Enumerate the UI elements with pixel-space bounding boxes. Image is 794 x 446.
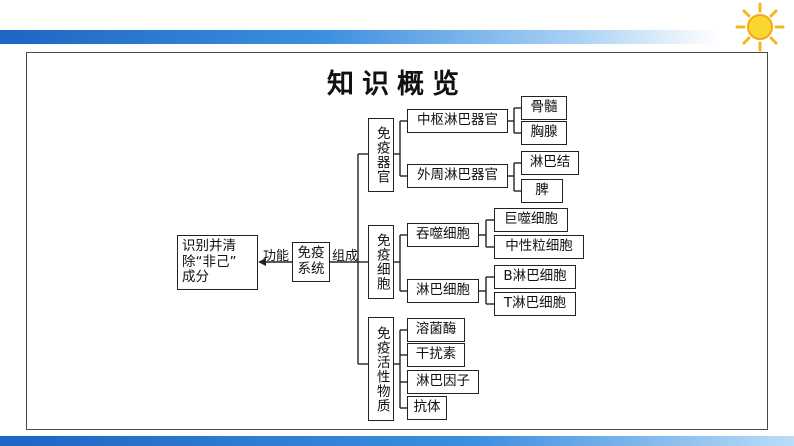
item-thymus: 胸腺 xyxy=(521,121,567,145)
function-box: 识别并清 除“非己” 成分 xyxy=(177,235,258,290)
item-lysozyme: 溶菌酶 xyxy=(407,318,465,342)
function-line-2: 除“非己” xyxy=(182,253,237,270)
page-title: 知识概览 xyxy=(327,69,467,100)
system-line-2: 系统 xyxy=(297,261,325,277)
group-lymphocytes: 淋巴细胞 xyxy=(407,279,479,303)
item-spleen: 脾 xyxy=(521,179,563,203)
group-peripheral-lymphoid-organs: 外周淋巴器官 xyxy=(407,164,508,188)
function-line-3: 成分 xyxy=(182,269,209,286)
header-gradient-bar xyxy=(0,30,720,44)
item-b-lymphocyte: B淋巴细胞 xyxy=(494,265,576,289)
compose-label: 组成 xyxy=(332,249,359,264)
item-macrophage: 巨噬细胞 xyxy=(494,208,568,232)
sun-icon xyxy=(735,2,785,52)
item-lymphokine: 淋巴因子 xyxy=(407,370,479,394)
item-t-lymphocyte: T淋巴细胞 xyxy=(494,292,576,316)
group-phagocytes: 吞噬细胞 xyxy=(407,223,479,247)
content-frame xyxy=(26,52,768,430)
function-line-1: 识别并清 xyxy=(182,238,236,255)
function-label: 功能 xyxy=(263,249,290,264)
category-immune-organs: 免疫器官 xyxy=(368,118,394,192)
immune-system-box: 免疫 系统 xyxy=(292,242,330,282)
category-immune-substances: 免疫活性物质 xyxy=(368,317,394,421)
item-bone-marrow: 骨髓 xyxy=(521,96,567,120)
footer-gradient-bar xyxy=(0,436,794,446)
item-antibody: 抗体 xyxy=(407,396,447,420)
item-lymph-node: 淋巴结 xyxy=(521,151,579,175)
group-central-lymphoid-organs: 中枢淋巴器官 xyxy=(407,109,508,133)
category-immune-cells: 免疫细胞 xyxy=(368,225,394,299)
item-interferon: 干扰素 xyxy=(407,343,465,367)
item-neutrophil: 中性粒细胞 xyxy=(494,235,584,259)
system-line-1: 免疫 xyxy=(297,245,325,262)
